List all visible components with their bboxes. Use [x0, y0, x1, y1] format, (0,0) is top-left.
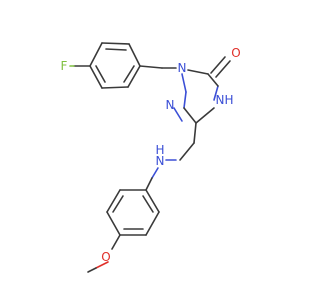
- bond: [106, 189, 121, 213]
- atom-label-carbonyl-oxygen: O: [231, 46, 240, 60]
- bond: [151, 167, 159, 179]
- atom-label-amine-hydrogen: H: [155, 143, 164, 157]
- atom-label-fluorine: F: [61, 59, 68, 73]
- atom-label-n4: N: [216, 93, 225, 107]
- bond-double-inner: [112, 195, 124, 213]
- bond: [127, 65, 141, 88]
- bond: [145, 189, 160, 213]
- bond: [183, 107, 197, 124]
- bond-double: [215, 60, 231, 78]
- bond-double-inner: [105, 48, 127, 51]
- bond: [193, 122, 197, 144]
- atom-label-amine-nitrogen: N: [156, 154, 165, 168]
- bond: [89, 42, 103, 67]
- fluorophenyl-ring: [89, 42, 141, 89]
- bond: [195, 107, 215, 124]
- atom-label-n1: N: [178, 61, 187, 75]
- bond: [128, 43, 141, 67]
- bond: [183, 91, 187, 109]
- bond: [111, 234, 121, 250]
- triazolone-ring: [173, 69, 219, 124]
- bond: [181, 73, 187, 93]
- bond: [179, 142, 195, 161]
- bond: [139, 65, 163, 69]
- bond: [89, 65, 103, 89]
- bond-double-inner: [123, 65, 135, 83]
- methoxyphenyl-ring: [106, 189, 160, 236]
- bond-double: [210, 56, 226, 74]
- molecule-structure: F N N N H O H N O: [61, 42, 241, 273]
- bond-double-inner: [95, 65, 106, 83]
- bond: [213, 85, 219, 101]
- bond: [101, 42, 130, 45]
- atom-label-n4-hydrogen: H: [224, 93, 233, 107]
- bond: [87, 267, 97, 273]
- bond: [106, 211, 121, 236]
- atom-label-methoxy-oxygen: O: [101, 250, 110, 264]
- atom-label-n2: N: [166, 98, 175, 112]
- bond: [207, 73, 219, 87]
- bond: [145, 177, 153, 191]
- bond-double-inner: [142, 195, 154, 213]
- bond: [145, 211, 160, 236]
- bond: [101, 86, 129, 89]
- bond: [95, 261, 109, 269]
- bond: [187, 69, 209, 75]
- bond-double: [173, 107, 183, 122]
